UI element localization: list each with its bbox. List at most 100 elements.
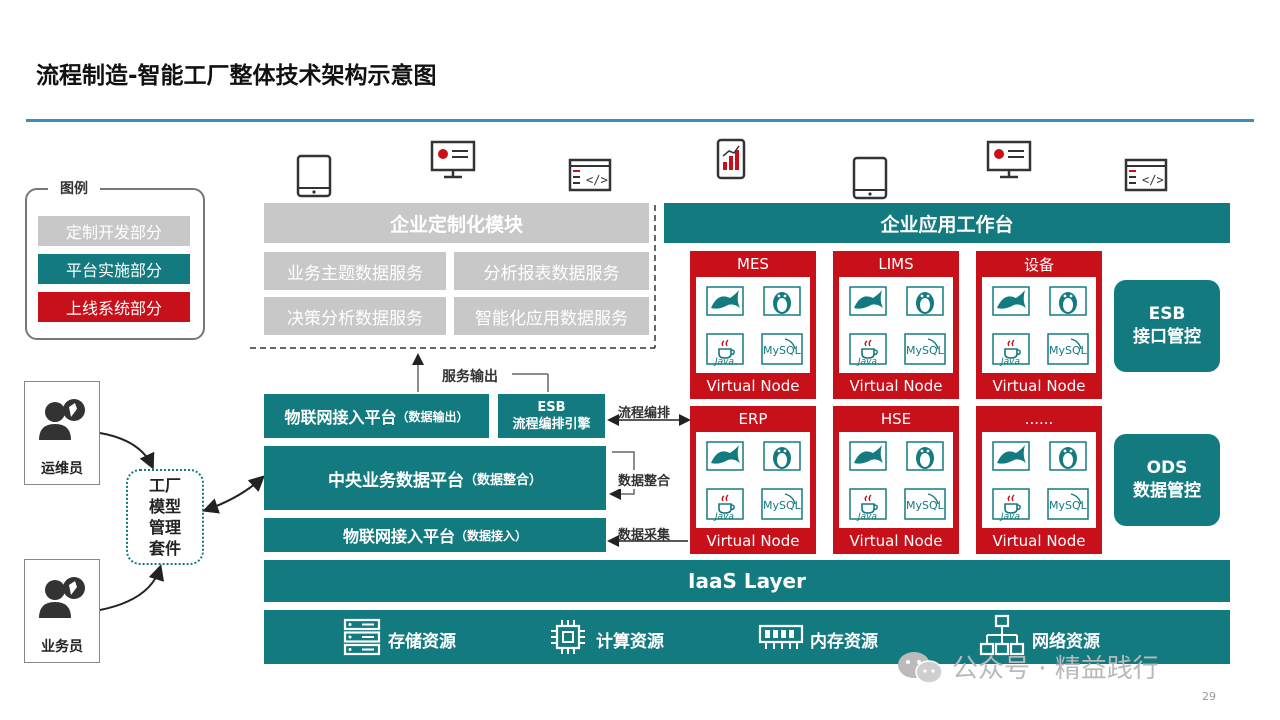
ops-role-card: 运维员	[24, 381, 100, 485]
iot-output-platform: 物联网接入平台（数据输出）	[264, 394, 489, 438]
linux-penguin-icon	[753, 277, 810, 325]
iot-input-main: 物联网接入平台	[342, 527, 455, 546]
ops-role-label: 运维员	[41, 461, 83, 477]
network-resource-label: 网络资源	[1032, 632, 1100, 652]
java-icon: Java	[839, 480, 896, 528]
esb-control-line1: ESB	[1148, 304, 1186, 324]
title-divider	[26, 119, 1254, 122]
ods-data-control: ODS 数据管控	[1114, 434, 1220, 526]
java-icon: Java	[982, 480, 1039, 528]
mysql-icon: MySQL	[753, 480, 810, 528]
ods-control-line1: ODS	[1146, 458, 1188, 478]
iot-output-sub: （数据输出）	[396, 409, 469, 424]
cpu-icon	[551, 620, 585, 654]
tablet-icon-2	[852, 156, 888, 200]
factory-model-kit: 工厂 模型 管理 套件	[126, 469, 204, 565]
java-label: Java	[858, 357, 878, 367]
service-decision-analysis: 决策分析数据服务	[264, 297, 446, 335]
mysql-icon: MySQL	[896, 325, 953, 373]
compute-resource-label: 计算资源	[596, 632, 664, 652]
business-role-card: 业务员	[24, 559, 100, 663]
storage-resource-label: 存储资源	[388, 632, 456, 652]
central-platform-main: 中央业务数据平台	[327, 470, 464, 491]
legend-custom-dev: 定制开发部分	[38, 216, 190, 246]
java-label: Java	[715, 357, 735, 367]
java-icon: Java	[696, 480, 753, 528]
java-label: Java	[858, 512, 878, 522]
page-title: 流程制造-智能工厂整体技术架构示意图	[36, 63, 437, 89]
certificate-monitor-icon-2	[986, 140, 1032, 179]
service-business-topic: 业务主题数据服务	[264, 252, 446, 290]
node-tech-stack: Java MySQL	[982, 432, 1096, 528]
mysql-label: MySQL	[906, 344, 944, 357]
esb-control-line2: 接口管控	[1133, 327, 1201, 347]
virtual-node-erp: ERP Java MySQL Virtual Node	[690, 406, 816, 554]
fish-app-icon	[696, 432, 753, 480]
node-footer-erp: Virtual Node	[706, 532, 800, 550]
code-window-icon: </>	[568, 158, 612, 192]
node-footer-hse: Virtual Node	[849, 532, 943, 550]
resources-bar	[264, 610, 1230, 664]
esb-engine-line2: 流程编排引擎	[512, 417, 591, 432]
node-title-mes: MES	[737, 255, 769, 273]
certificate-monitor-icon	[430, 140, 476, 179]
iot-input-sub: （数据接入）	[455, 528, 528, 543]
fish-app-icon	[982, 277, 1039, 325]
java-label: Java	[1001, 512, 1021, 522]
mysql-icon: MySQL	[896, 480, 953, 528]
watermark-text: 公众号 · 精益践行	[952, 654, 1159, 684]
fish-app-icon	[839, 432, 896, 480]
mysql-icon: MySQL	[753, 325, 810, 373]
node-footer-mes: Virtual Node	[706, 377, 800, 395]
service-analysis-report: 分析报表数据服务	[454, 252, 649, 290]
legend-platform-impl: 平台实施部分	[38, 254, 190, 284]
node-tech-stack: Java MySQL	[982, 277, 1096, 373]
central-platform-sub: （数据整合）	[463, 472, 542, 488]
linux-penguin-icon	[1039, 432, 1096, 480]
memory-resource-label: 内存资源	[810, 632, 878, 652]
mysql-label: MySQL	[1049, 344, 1087, 357]
node-title-more: ......	[1024, 410, 1054, 428]
node-title-erp: ERP	[738, 410, 768, 428]
node-tech-stack: Java MySQL	[839, 432, 953, 528]
service-output-label: 服务输出	[436, 366, 504, 386]
node-title-equipment: 设备	[1023, 255, 1054, 274]
iot-input-platform: 物联网接入平台（数据接入）	[264, 518, 606, 552]
memory-icon	[758, 624, 804, 649]
ops-person-icon	[39, 399, 85, 440]
java-label: Java	[715, 512, 735, 522]
java-icon: Java	[982, 325, 1039, 373]
mysql-label: MySQL	[906, 499, 944, 512]
iaas-layer: IaaS Layer	[264, 560, 1230, 602]
fish-app-icon	[839, 277, 896, 325]
kit-platform-arrow	[202, 475, 265, 514]
esb-interface-control: ESB 接口管控	[1114, 280, 1220, 372]
ops-to-kit-arrow	[99, 432, 155, 470]
mysql-label: MySQL	[763, 344, 801, 357]
legend-box	[25, 188, 205, 340]
business-role-label: 业务员	[41, 639, 83, 655]
svg-text:</>: </>	[586, 173, 608, 187]
storage-icon	[343, 618, 381, 656]
orchestration-label: 流程编排	[618, 406, 671, 421]
svg-text:</>: </>	[1142, 173, 1164, 187]
mysql-icon: MySQL	[1039, 480, 1096, 528]
mysql-label: MySQL	[1049, 499, 1087, 512]
mobile-chart-icon	[716, 138, 746, 180]
service-intelligent-app: 智能化应用数据服务	[454, 297, 649, 335]
mysql-label: MySQL	[763, 499, 801, 512]
node-footer-more: Virtual Node	[992, 532, 1086, 550]
java-icon: Java	[839, 325, 896, 373]
node-tech-stack: Java MySQL	[839, 277, 953, 373]
legend-title: 图例	[48, 178, 100, 198]
fish-app-icon	[696, 277, 753, 325]
node-footer-lims: Virtual Node	[849, 377, 943, 395]
node-title-hse: HSE	[880, 410, 912, 428]
esb-orchestration-engine: ESB 流程编排引擎	[498, 394, 605, 438]
iot-output-main: 物联网接入平台	[284, 408, 397, 427]
wechat-icon	[898, 652, 943, 684]
fish-app-icon	[982, 432, 1039, 480]
node-tech-stack: Java MySQL	[696, 277, 810, 373]
